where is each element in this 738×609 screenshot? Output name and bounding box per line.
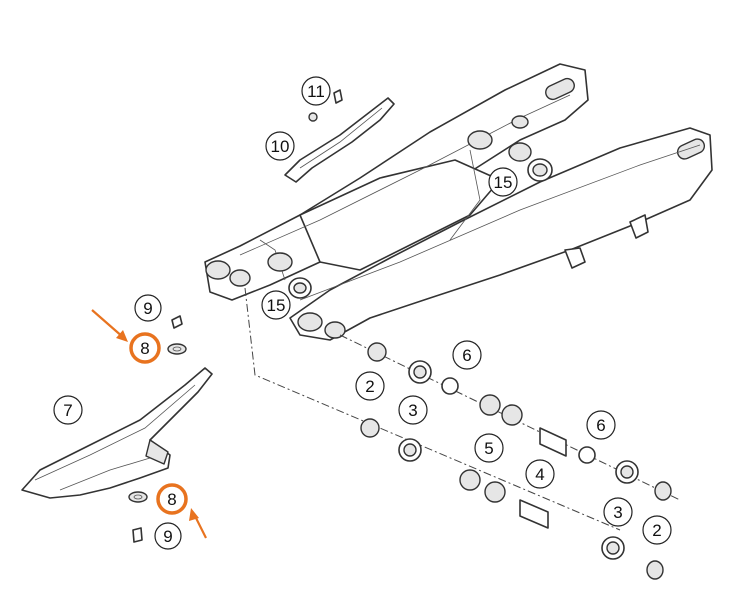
pivot-cap-upper (508, 142, 553, 182)
arrow-to-callout-8-lower (189, 508, 207, 539)
screw-9-upper (171, 315, 183, 329)
screw-9-lower (132, 527, 143, 543)
swingarm (204, 63, 713, 341)
callout-8-upper-label: 8 (140, 339, 149, 358)
callout-15-upper: 15 (488, 167, 518, 197)
chain-guide-upper (284, 89, 395, 183)
washer-8-upper (167, 343, 187, 355)
callout-8-upper-highlighted: 8 (129, 332, 161, 364)
callout-3-lower: 3 (603, 497, 633, 527)
callout-9-lower: 9 (154, 522, 182, 550)
callout-7-label: 7 (63, 401, 72, 420)
pivot-cap-lower (288, 277, 312, 299)
callout-5: 5 (474, 433, 504, 463)
bearing-row-lower (360, 418, 664, 580)
callout-8-lower-highlighted: 8 (156, 483, 188, 515)
callout-9-upper-label: 9 (143, 299, 152, 318)
callout-15-lower-label: 15 (267, 296, 286, 315)
callout-11-label: 11 (307, 82, 325, 101)
callout-15-lower: 15 (261, 290, 291, 320)
callout-5-label: 5 (484, 439, 493, 458)
callout-2-lower: 2 (642, 515, 672, 545)
callout-11: 11 (301, 76, 331, 106)
callout-2-lower-label: 2 (652, 521, 661, 540)
callout-8-lower-label: 8 (167, 490, 176, 509)
callout-7: 7 (53, 395, 83, 425)
callout-6-upper: 6 (452, 340, 482, 370)
washer-8-lower (128, 491, 148, 503)
callout-9-lower-label: 9 (163, 527, 172, 546)
callout-4: 4 (525, 459, 555, 489)
callout-3-upper-label: 3 (408, 401, 417, 420)
bearing-row-upper (367, 342, 672, 501)
callout-10: 10 (265, 131, 295, 161)
callout-9-upper: 9 (134, 294, 162, 322)
callout-6-lower: 6 (586, 410, 616, 440)
arrow-to-callout-8-upper (91, 309, 128, 342)
chain-slider (21, 367, 213, 499)
callout-2-upper: 2 (355, 371, 385, 401)
callout-2-upper-label: 2 (365, 377, 374, 396)
callout-3-lower-label: 3 (613, 503, 622, 522)
callout-6-upper-label: 6 (462, 346, 471, 365)
callout-6-lower-label: 6 (596, 416, 605, 435)
callout-15-upper-label: 15 (494, 173, 513, 192)
callout-10-label: 10 (271, 137, 290, 156)
callout-4-label: 4 (535, 465, 544, 484)
callout-3-upper: 3 (398, 395, 428, 425)
